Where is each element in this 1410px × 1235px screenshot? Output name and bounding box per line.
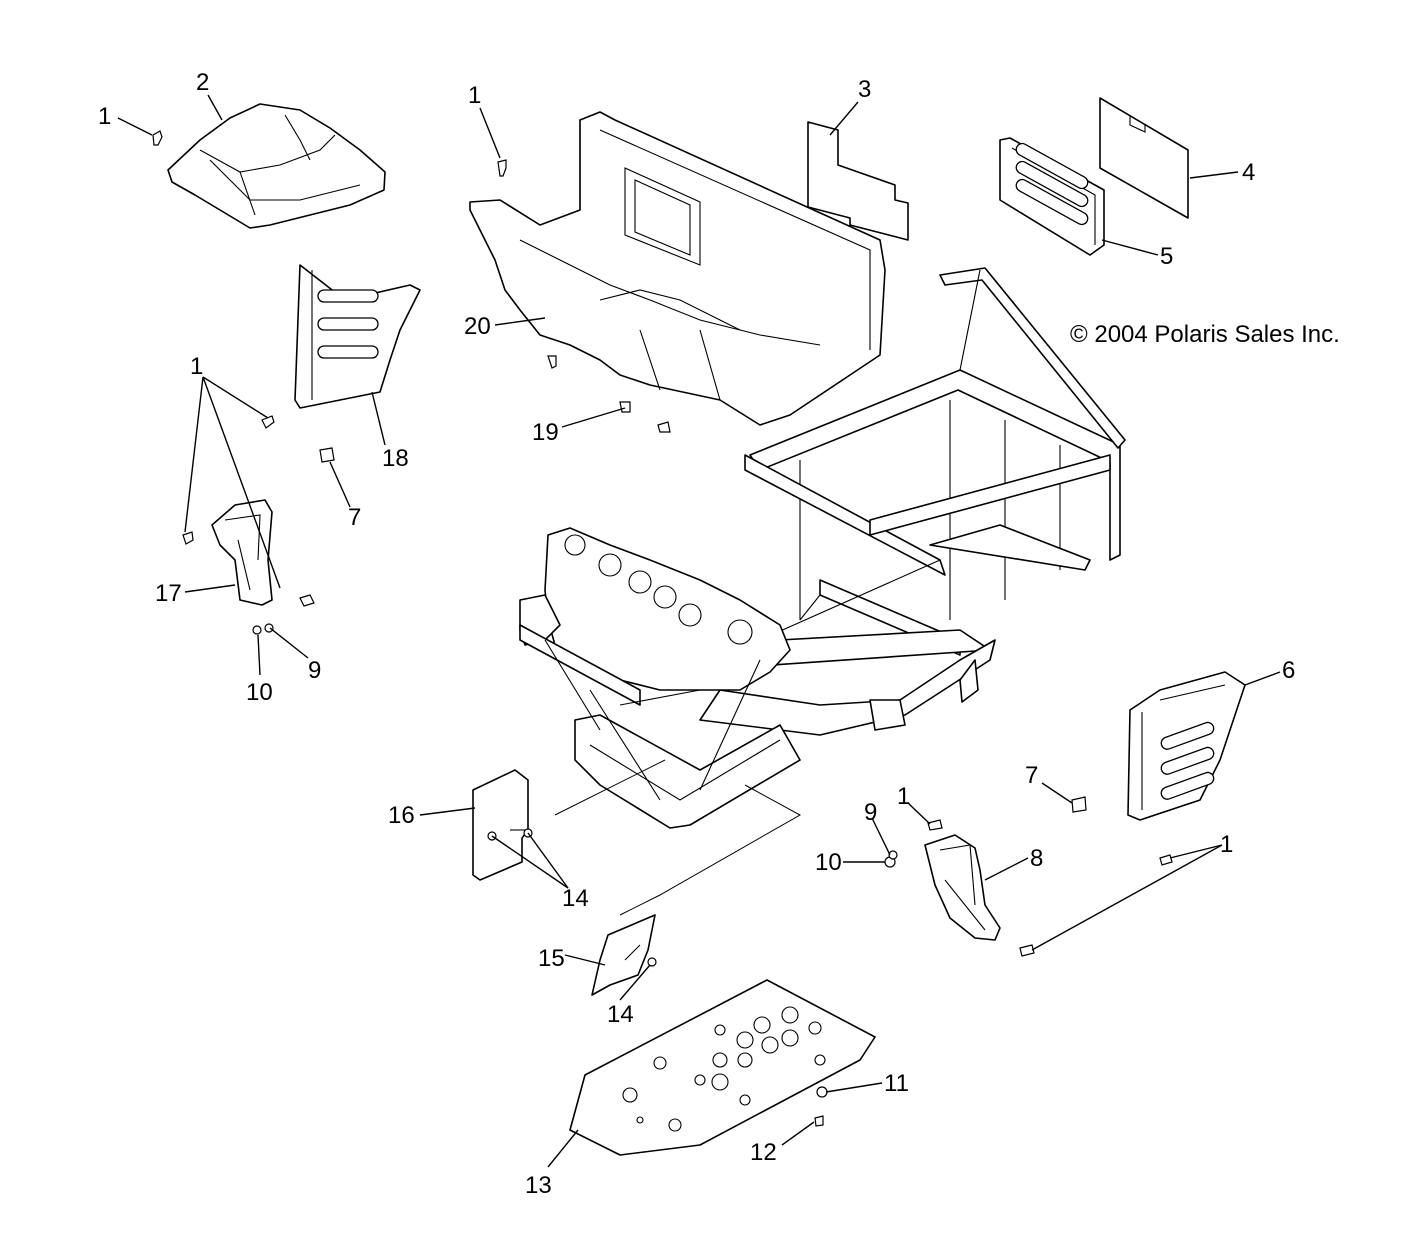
callout-7: 7: [348, 504, 361, 531]
callout-15: 15: [538, 945, 565, 972]
part-5-vent-panel: [999, 137, 1105, 256]
callout-14: 14: [562, 885, 589, 912]
part-2-front-cover: [167, 103, 386, 229]
callout-8: 8: [1030, 845, 1043, 872]
callout-13: 13: [525, 1172, 552, 1199]
part-13-skid-plate: [569, 979, 876, 1156]
callout-5: 5: [1160, 243, 1173, 270]
part-4-panel: [1099, 97, 1189, 219]
callout-1: 1: [190, 353, 203, 380]
main-frame: [519, 267, 1126, 829]
reference-lines: [554, 759, 802, 916]
leader-lines: [117, 94, 1281, 1168]
part-15-plate: [591, 914, 656, 996]
part-18-side-panel: [294, 264, 421, 409]
part-3-panel: [807, 121, 909, 241]
callout-2: 2: [196, 69, 209, 96]
callout-11: 11: [884, 1070, 909, 1097]
callout-labels: 1 2 1 3 4 5 20 1 18 19 7 17 9 10 6 7 16 …: [98, 69, 1295, 1199]
callout-10: 10: [815, 849, 842, 876]
callout-20: 20: [464, 313, 491, 340]
callout-17: 17: [155, 580, 182, 607]
callout-12: 12: [750, 1139, 777, 1166]
copyright-notice: © 2004 Polaris Sales Inc.: [1070, 321, 1340, 348]
callout-16: 16: [388, 802, 415, 829]
callout-1: 1: [897, 783, 910, 810]
callout-6: 6: [1282, 657, 1295, 684]
callout-4: 4: [1242, 159, 1255, 186]
hardware-fasteners: [152, 130, 1173, 1127]
callout-19: 19: [532, 419, 559, 446]
callout-18: 18: [382, 445, 409, 472]
callout-1: 1: [468, 82, 481, 109]
callout-3: 3: [858, 76, 871, 103]
part-6-side-panel: [1127, 671, 1246, 821]
part-16-plate: [472, 769, 529, 881]
callout-9: 9: [308, 657, 321, 684]
callout-10: 10: [246, 679, 273, 706]
part-17-bracket: [211, 499, 273, 606]
callout-1: 1: [98, 103, 111, 130]
callout-7: 7: [1025, 762, 1038, 789]
callout-9: 9: [864, 799, 877, 826]
callout-1: 1: [1220, 831, 1233, 858]
callout-14: 14: [607, 1001, 634, 1028]
part-8-bracket: [924, 834, 1001, 941]
part-20-dash: [469, 111, 886, 426]
